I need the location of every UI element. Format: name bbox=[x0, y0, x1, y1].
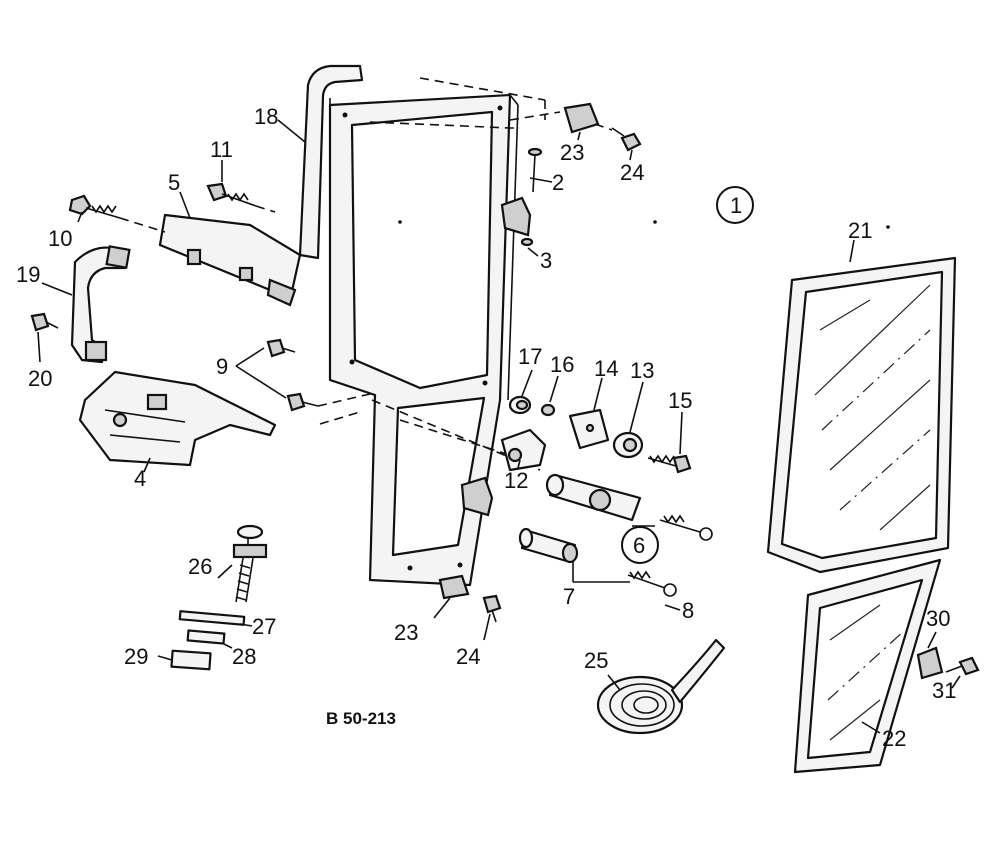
lock-barrel-7 bbox=[518, 527, 579, 564]
key-8 bbox=[627, 570, 677, 597]
callout-23-top: 23 bbox=[560, 140, 584, 165]
callout-21: 21 bbox=[848, 218, 872, 243]
door-frame bbox=[328, 93, 519, 587]
callout-3: 3 bbox=[540, 248, 552, 273]
circled-callout-1 bbox=[716, 186, 754, 224]
callout-26: 26 bbox=[188, 554, 212, 579]
callout-27: 27 bbox=[252, 614, 276, 639]
callout-9: 9 bbox=[216, 354, 228, 379]
callout-14: 14 bbox=[594, 356, 618, 381]
washer-3 bbox=[520, 237, 534, 247]
callout-13: 13 bbox=[630, 358, 654, 383]
callout-10: 10 bbox=[48, 226, 72, 251]
spacer-28 bbox=[186, 629, 226, 645]
bushing-17 bbox=[508, 395, 532, 415]
callout-19: 19 bbox=[16, 262, 40, 287]
callout-12: 12 bbox=[504, 468, 528, 493]
screw-24-top bbox=[611, 127, 642, 152]
pin-2 bbox=[527, 147, 543, 193]
door-latch-4 bbox=[78, 370, 277, 467]
bolt-20 bbox=[30, 312, 59, 332]
washer-16 bbox=[540, 403, 556, 417]
circled-callout-6 bbox=[621, 526, 659, 564]
bolt-9-lower bbox=[286, 392, 319, 412]
callout-2: 2 bbox=[552, 170, 564, 195]
bolt-11 bbox=[206, 182, 257, 207]
callout-15: 15 bbox=[668, 388, 692, 413]
callout-4: 4 bbox=[134, 466, 146, 491]
bushing-29 bbox=[170, 649, 212, 671]
glass-panel-22 bbox=[793, 558, 942, 774]
callout-20: 20 bbox=[28, 366, 52, 391]
callout-8: 8 bbox=[682, 598, 694, 623]
callout-5: 5 bbox=[168, 170, 180, 195]
reference-code: B 50-213 bbox=[326, 709, 396, 728]
screw-31 bbox=[945, 656, 980, 676]
callout-30: 30 bbox=[926, 606, 950, 631]
callout-16: 16 bbox=[550, 352, 574, 377]
callout-24-top: 24 bbox=[620, 160, 644, 185]
glass-panel-21 bbox=[766, 256, 957, 574]
callout-7: 7 bbox=[563, 584, 575, 609]
callout-29: 29 bbox=[124, 644, 148, 669]
seal-strip-18 bbox=[298, 64, 364, 260]
callout-31: 31 bbox=[932, 678, 956, 703]
callout-28: 28 bbox=[232, 644, 256, 669]
screw-24-bottom bbox=[482, 594, 502, 623]
callout-25: 25 bbox=[584, 648, 608, 673]
bolt-10 bbox=[68, 194, 121, 219]
bolt-15 bbox=[647, 454, 692, 474]
callout-24-bottom: 24 bbox=[456, 644, 480, 669]
callout-labels: 1 2 3 4 5 6 7 8 9 10 11 12 13 14 15 16 1… bbox=[16, 104, 956, 751]
callout-17: 17 bbox=[518, 344, 542, 369]
grab-handle-19 bbox=[70, 245, 131, 364]
hinge-cylinder-6 bbox=[545, 473, 642, 522]
pin-rod-6 bbox=[659, 514, 713, 541]
seal-roll-25 bbox=[596, 638, 726, 735]
callout-18: 18 bbox=[254, 104, 278, 129]
adjuster-bolt-26 bbox=[232, 524, 268, 603]
clip-23-top bbox=[563, 102, 600, 134]
hinge-knuckle-12 bbox=[500, 428, 547, 472]
callout-23-bottom: 23 bbox=[394, 620, 418, 645]
callout-11: 11 bbox=[210, 137, 233, 162]
nut-13 bbox=[612, 431, 644, 459]
bolt-9-upper bbox=[266, 338, 296, 358]
callout-1: 1 bbox=[730, 193, 742, 218]
callout-6: 6 bbox=[633, 533, 645, 558]
clip-23-bottom bbox=[438, 574, 470, 600]
callout-22: 22 bbox=[882, 726, 906, 751]
clip-30 bbox=[916, 646, 944, 680]
lower-hinge-bracket bbox=[460, 476, 494, 517]
upper-hinge-bracket bbox=[500, 196, 532, 237]
leader-lines bbox=[37, 119, 961, 734]
rod-27 bbox=[178, 610, 246, 626]
latch-bracket-5 bbox=[158, 213, 302, 307]
plate-14 bbox=[568, 408, 610, 450]
